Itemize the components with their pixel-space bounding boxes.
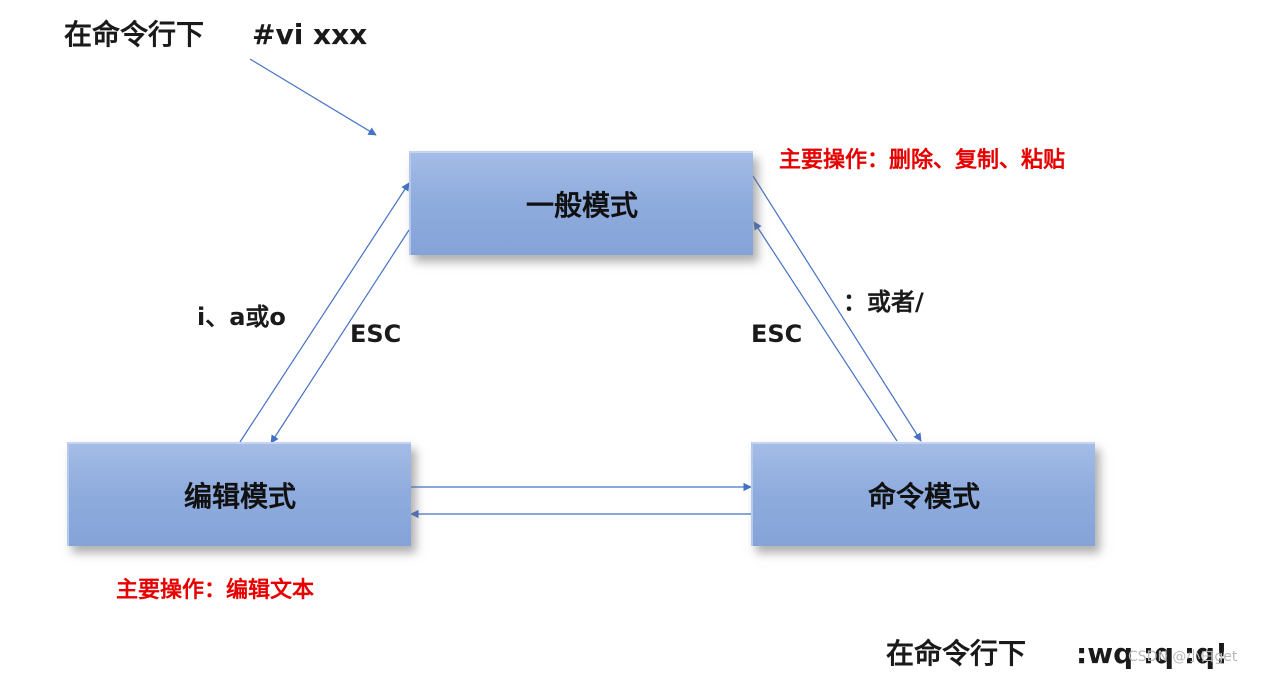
watermark: CSDN @小白get: [1128, 649, 1238, 665]
enter-edit-label: i、a或o: [197, 303, 286, 331]
edit-to-normal-arrow: [239, 182, 410, 443]
top-note-command: #vi xxx: [252, 18, 368, 51]
esc-left-label: ESC: [350, 320, 402, 348]
edit-mode-ops-note: 主要操作：编辑文本: [116, 578, 315, 603]
normal-to-edit-arrow: [270, 229, 410, 444]
esc-right-label: ESC: [751, 320, 803, 348]
top-note-prefix: 在命令行下: [64, 18, 205, 51]
command-mode-box: 命令模式: [751, 442, 1095, 546]
entry-arrow: [249, 58, 377, 136]
bottom-note-prefix: 在命令行下: [886, 637, 1027, 670]
normal-mode-box: 一般模式: [409, 151, 753, 255]
enter-command-label: ：或者/: [843, 288, 924, 316]
normal-mode-label: 一般模式: [525, 189, 638, 222]
command-to-normal-arrow: [753, 221, 898, 442]
bottom-note-command: :wq :q :q!: [1076, 637, 1228, 670]
normal-mode-ops-note: 主要操作：删除、复制、粘贴: [779, 148, 1066, 173]
edit-mode-box: 编辑模式: [67, 442, 411, 546]
edit-mode-label: 编辑模式: [183, 480, 296, 513]
command-mode-label: 命令模式: [867, 480, 980, 513]
normal-to-command-arrow: [752, 175, 922, 442]
